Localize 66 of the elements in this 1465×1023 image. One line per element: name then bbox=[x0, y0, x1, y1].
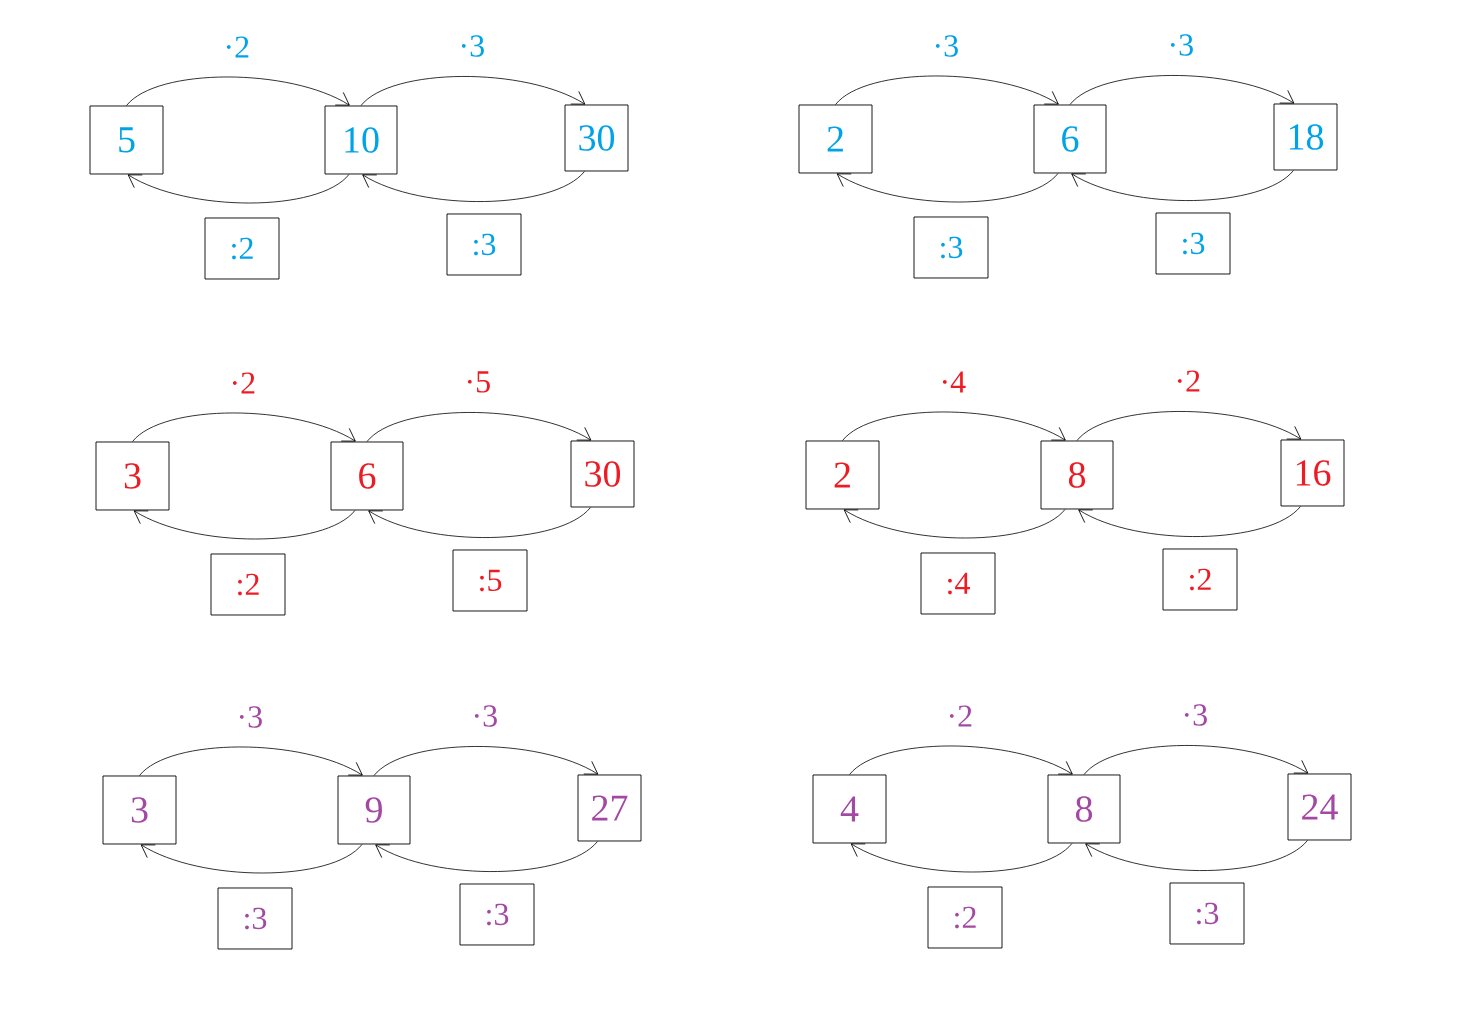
curved-arrow bbox=[362, 171, 585, 202]
curved-arrow bbox=[368, 507, 591, 538]
curved-arrow bbox=[132, 412, 356, 442]
number-box: 6 bbox=[1033, 104, 1107, 174]
number-box: 18 bbox=[1273, 103, 1338, 171]
edge-label: ·3 bbox=[935, 35, 958, 57]
number-box: 2 bbox=[805, 440, 880, 510]
edge-label: ·2 bbox=[226, 36, 249, 58]
operation-box: :3 bbox=[217, 887, 293, 950]
operation-box: :2 bbox=[1162, 548, 1238, 611]
operation-box: :5 bbox=[452, 549, 528, 612]
curved-arrow bbox=[849, 745, 1073, 775]
curved-arrow bbox=[375, 841, 598, 872]
edge-label: ·2 bbox=[1177, 370, 1200, 392]
curved-arrow bbox=[1083, 745, 1309, 775]
curved-arrow bbox=[836, 173, 1059, 203]
operation-box: :3 bbox=[1169, 882, 1245, 945]
number-box: 3 bbox=[95, 441, 170, 511]
number-box: 24 bbox=[1287, 773, 1352, 841]
edge-label: ·4 bbox=[942, 371, 966, 393]
number-box: 27 bbox=[577, 774, 642, 842]
edge-label: ·2 bbox=[232, 372, 255, 394]
curved-arrow bbox=[850, 843, 1073, 873]
number-box: 6 bbox=[330, 441, 404, 511]
edge-label: ·3 bbox=[239, 706, 262, 728]
number-box: 8 bbox=[1047, 774, 1121, 844]
curved-arrow bbox=[1078, 506, 1301, 537]
curved-arrow bbox=[133, 510, 356, 540]
curved-arrow bbox=[843, 509, 1066, 539]
curved-arrow bbox=[360, 76, 586, 106]
edge-label: ·5 bbox=[467, 371, 490, 393]
edge-label: ·3 bbox=[1170, 34, 1193, 56]
curved-arrow bbox=[1069, 75, 1295, 105]
curved-arrow bbox=[835, 75, 1059, 105]
number-box: 2 bbox=[798, 104, 873, 174]
number-box: 16 bbox=[1280, 439, 1345, 507]
operation-box: :3 bbox=[913, 216, 989, 279]
curved-arrow bbox=[140, 844, 363, 874]
number-box: 3 bbox=[102, 775, 177, 845]
operation-box: :2 bbox=[927, 886, 1003, 949]
operation-box: :3 bbox=[446, 213, 522, 276]
number-box: 4 bbox=[812, 774, 887, 844]
operation-box: :3 bbox=[1155, 212, 1231, 275]
number-box: 30 bbox=[570, 440, 635, 508]
operation-box: :4 bbox=[920, 552, 996, 615]
curved-arrow bbox=[373, 746, 599, 776]
edge-label: ·3 bbox=[461, 35, 484, 57]
number-box: 8 bbox=[1040, 440, 1114, 510]
number-box: 5 bbox=[89, 105, 164, 175]
operation-box: :2 bbox=[210, 553, 286, 616]
curved-arrow bbox=[1071, 170, 1294, 201]
edge-label: ·3 bbox=[474, 705, 497, 727]
curved-arrow bbox=[127, 174, 350, 204]
edge-label: ·2 bbox=[949, 705, 972, 727]
number-box: 9 bbox=[337, 775, 411, 845]
operation-box: :3 bbox=[459, 883, 535, 946]
curved-arrow bbox=[842, 411, 1066, 441]
curved-arrow bbox=[366, 412, 592, 442]
edge-label: ·3 bbox=[1184, 704, 1207, 726]
curved-arrow bbox=[139, 746, 363, 776]
number-box: 30 bbox=[564, 104, 629, 172]
curved-arrow bbox=[1085, 840, 1308, 871]
curved-arrow bbox=[126, 76, 350, 106]
operation-box: :2 bbox=[204, 217, 280, 280]
curved-arrow bbox=[1076, 411, 1302, 441]
number-box: 10 bbox=[324, 105, 398, 175]
